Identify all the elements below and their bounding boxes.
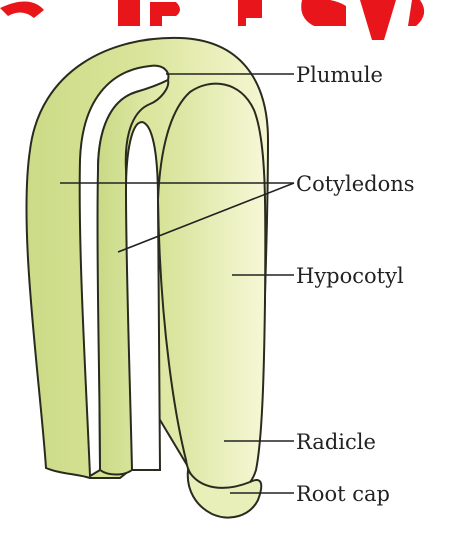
root-cap-label: Root cap [296,482,390,506]
header-fragment [0,0,425,40]
embryo-axis [156,82,267,493]
cotyledon-leader-inner [117,182,295,253]
plumule-label: Plumule [296,63,383,87]
radicle-label: Radicle [296,430,376,454]
leader-lines [60,73,295,494]
hypocotyl-label: Hypocotyl [296,264,404,288]
inner-gap [124,120,162,471]
root-cap [186,466,263,519]
cotyledons-label: Cotyledons [296,172,415,196]
